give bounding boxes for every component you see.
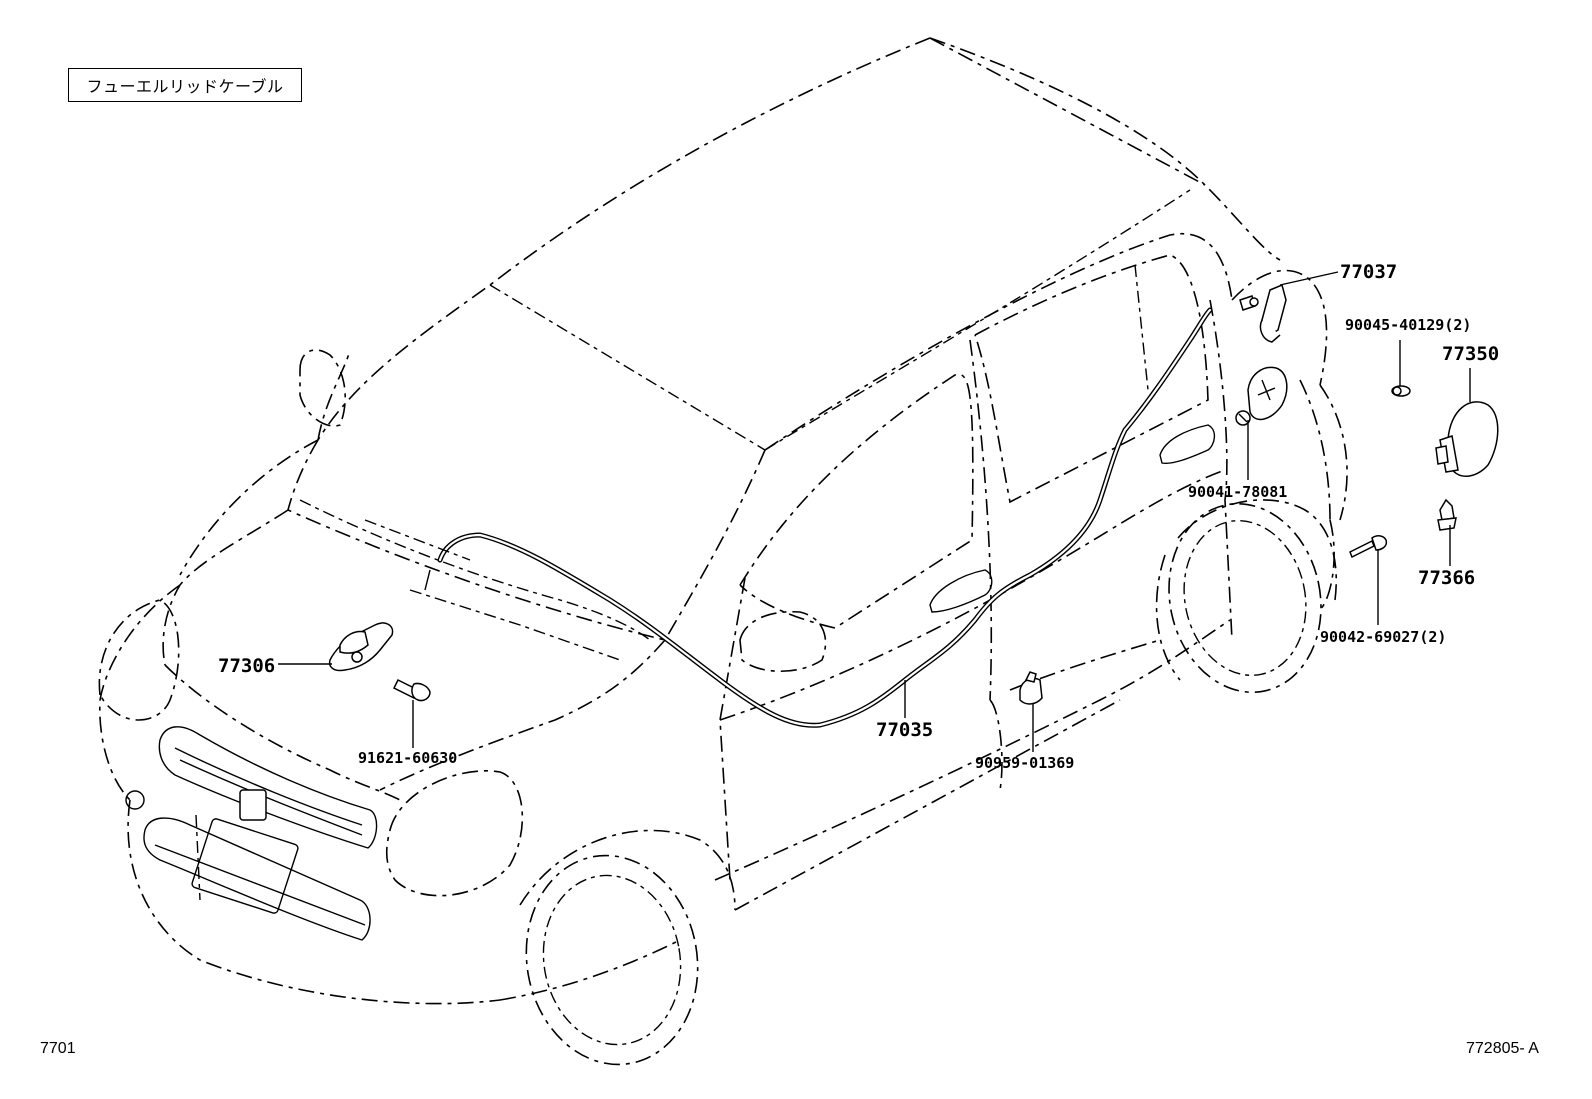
- label-77350[interactable]: 77350: [1442, 343, 1499, 365]
- label-77366[interactable]: 77366: [1418, 567, 1475, 589]
- door-handles: [929, 424, 1216, 613]
- fuel-lid-opener-lever-77306[interactable]: [328, 622, 394, 672]
- front-grille: [125, 726, 378, 941]
- label-77306[interactable]: 77306: [218, 655, 275, 677]
- label-77037[interactable]: 77037: [1340, 261, 1397, 283]
- fuel-lid-cable-77035[interactable]: [437, 307, 1213, 728]
- leader-lines: [278, 271, 1471, 752]
- clamp-90959[interactable]: [1019, 671, 1043, 705]
- label-77035[interactable]: 77035: [876, 719, 933, 741]
- fuel-lid-opening: [1235, 366, 1288, 426]
- cowl-details: [364, 519, 621, 661]
- pin-90042[interactable]: [1349, 535, 1388, 559]
- part-labels: 77037 90045-40129(2) 77350 90041-78081 7…: [218, 261, 1499, 772]
- figure-code-left: 7701: [40, 1040, 76, 1057]
- label-90041[interactable]: 90041-78081: [1188, 483, 1287, 501]
- fuel-lid-lock-77037[interactable]: [1239, 283, 1287, 343]
- emblem-icon: [239, 789, 267, 821]
- label-90042[interactable]: 90042-69027(2): [1320, 628, 1446, 646]
- bumper-77366[interactable]: [1437, 498, 1457, 531]
- label-90959[interactable]: 90959-01369: [975, 754, 1074, 772]
- label-90045[interactable]: 90045-40129(2): [1345, 316, 1471, 334]
- label-91621[interactable]: 91621-60630: [358, 749, 457, 767]
- diagram-title: フューエルリッドケーブル: [68, 68, 302, 102]
- bolt-91621[interactable]: [392, 678, 431, 702]
- clip-90045[interactable]: [1391, 385, 1411, 397]
- figure-code-right: 772805- A: [1466, 1040, 1539, 1057]
- car-body-outline: [98, 37, 1348, 1066]
- fuel-lid-77350[interactable]: [1435, 401, 1499, 477]
